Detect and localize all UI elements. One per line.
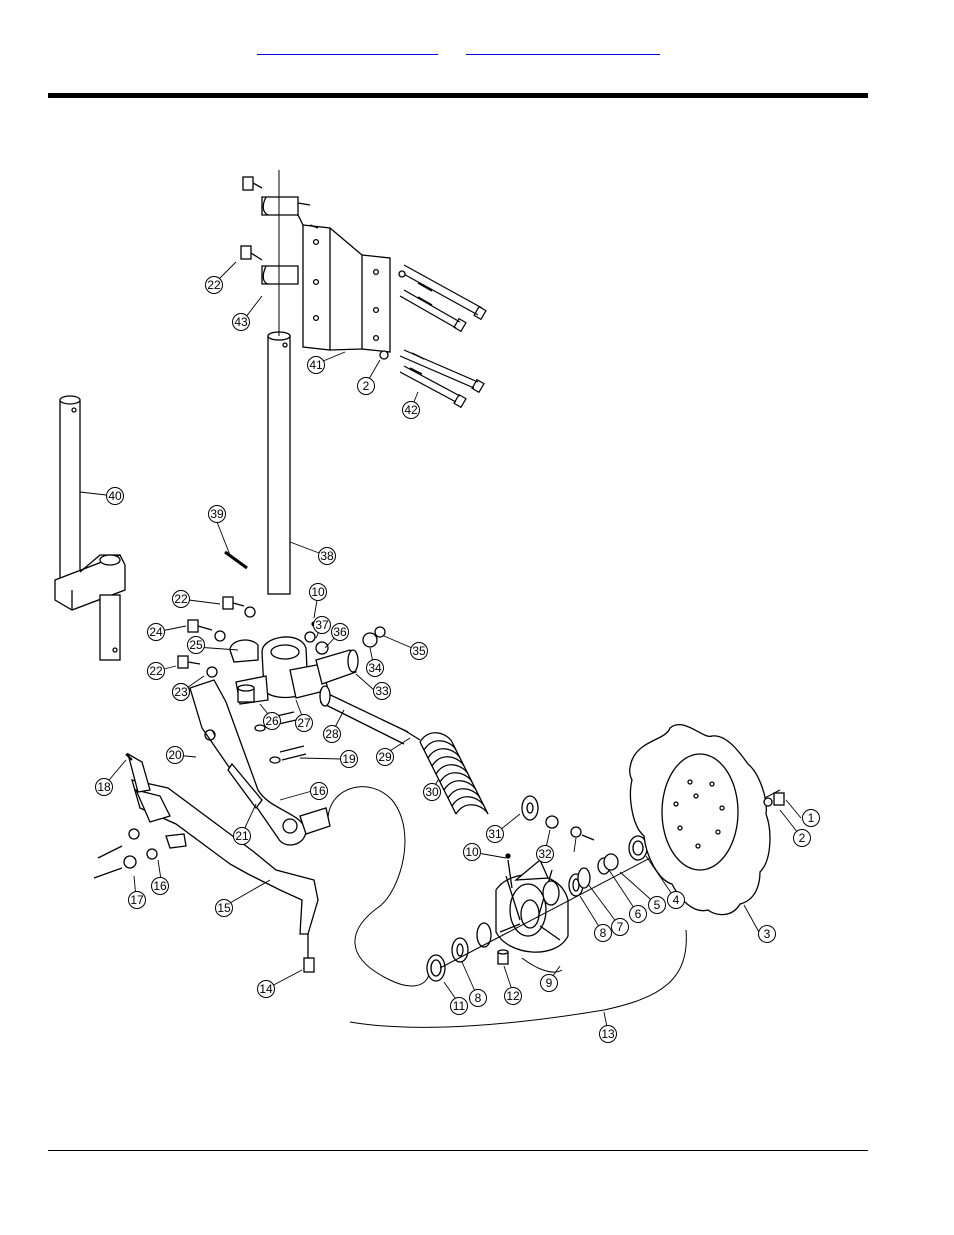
callout-labels: 1 2 3 4 5 6 7 8 8 9 10 10 11 12 13 14 15… — [97, 278, 814, 1041]
callout-38: 38 — [320, 549, 334, 563]
callout-4: 4 — [673, 893, 680, 907]
callout-41: 41 — [309, 358, 323, 372]
disc-blade-3 — [629, 724, 785, 916]
footer-rule — [48, 1150, 868, 1151]
header-rule — [48, 93, 868, 98]
callout-10b: 10 — [311, 585, 325, 599]
callout-26: 26 — [265, 714, 279, 728]
pivot-assembly — [177, 596, 386, 705]
callout-5: 5 — [654, 898, 661, 912]
arm-20 — [189, 679, 431, 987]
arm-40 — [54, 395, 126, 661]
callout-30: 30 — [425, 785, 439, 799]
callout-22b: 22 — [174, 592, 188, 606]
callout-17: 17 — [130, 893, 144, 907]
callout-29: 29 — [378, 750, 392, 764]
callout-36: 36 — [333, 625, 347, 639]
callout-18: 18 — [97, 780, 111, 794]
callout-19: 19 — [342, 752, 356, 766]
callout-23: 23 — [174, 685, 188, 699]
callout-43: 43 — [234, 315, 248, 329]
callout-7: 7 — [617, 920, 624, 934]
callout-42: 42 — [404, 403, 418, 417]
callout-40: 40 — [108, 489, 122, 503]
header-link-2[interactable] — [466, 40, 660, 55]
callout-16b: 16 — [153, 879, 167, 893]
callout-12: 12 — [506, 989, 520, 1003]
mount-bracket-assembly — [240, 170, 487, 590]
callout-2b: 2 — [363, 379, 370, 393]
spring-shaft-assembly — [319, 685, 595, 841]
link-15 — [93, 752, 319, 973]
callout-15: 15 — [217, 901, 231, 915]
callout-2: 2 — [799, 831, 806, 845]
callout-16: 16 — [312, 784, 326, 798]
callout-9: 9 — [546, 976, 553, 990]
shaft-38 — [267, 170, 291, 595]
callout-33: 33 — [375, 684, 389, 698]
callout-6: 6 — [635, 907, 642, 921]
callout-37: 37 — [315, 618, 329, 632]
callout-8b: 8 — [475, 991, 482, 1005]
hub-assembly — [349, 789, 781, 1028]
callout-8: 8 — [600, 926, 607, 940]
callout-3: 3 — [764, 927, 771, 941]
callout-22: 22 — [207, 278, 221, 292]
callout-markers — [95, 276, 820, 1043]
callout-32: 32 — [538, 847, 552, 861]
callout-1: 1 — [808, 811, 815, 825]
callout-11: 11 — [453, 999, 466, 1013]
callout-25: 25 — [189, 638, 203, 652]
callout-22c: 22 — [149, 664, 163, 678]
callout-28: 28 — [325, 727, 339, 741]
callout-14: 14 — [259, 982, 273, 996]
callout-35: 35 — [412, 644, 426, 658]
parts-diagram-panel: 1 2 3 4 5 6 7 8 8 9 10 10 11 12 13 14 15… — [48, 165, 834, 1051]
callout-20: 20 — [168, 748, 182, 762]
header-link-1[interactable] — [257, 40, 438, 55]
callout-13: 13 — [601, 1027, 615, 1041]
callout-24: 24 — [149, 625, 163, 639]
exploded-parts-diagram: 1 2 3 4 5 6 7 8 8 9 10 10 11 12 13 14 15… — [54, 170, 820, 1043]
callout-21: 21 — [235, 829, 249, 843]
callout-27: 27 — [297, 716, 311, 730]
callout-10: 10 — [465, 845, 479, 859]
callout-39: 39 — [210, 507, 224, 521]
callout-34: 34 — [368, 661, 382, 675]
callout-31: 31 — [488, 827, 502, 841]
